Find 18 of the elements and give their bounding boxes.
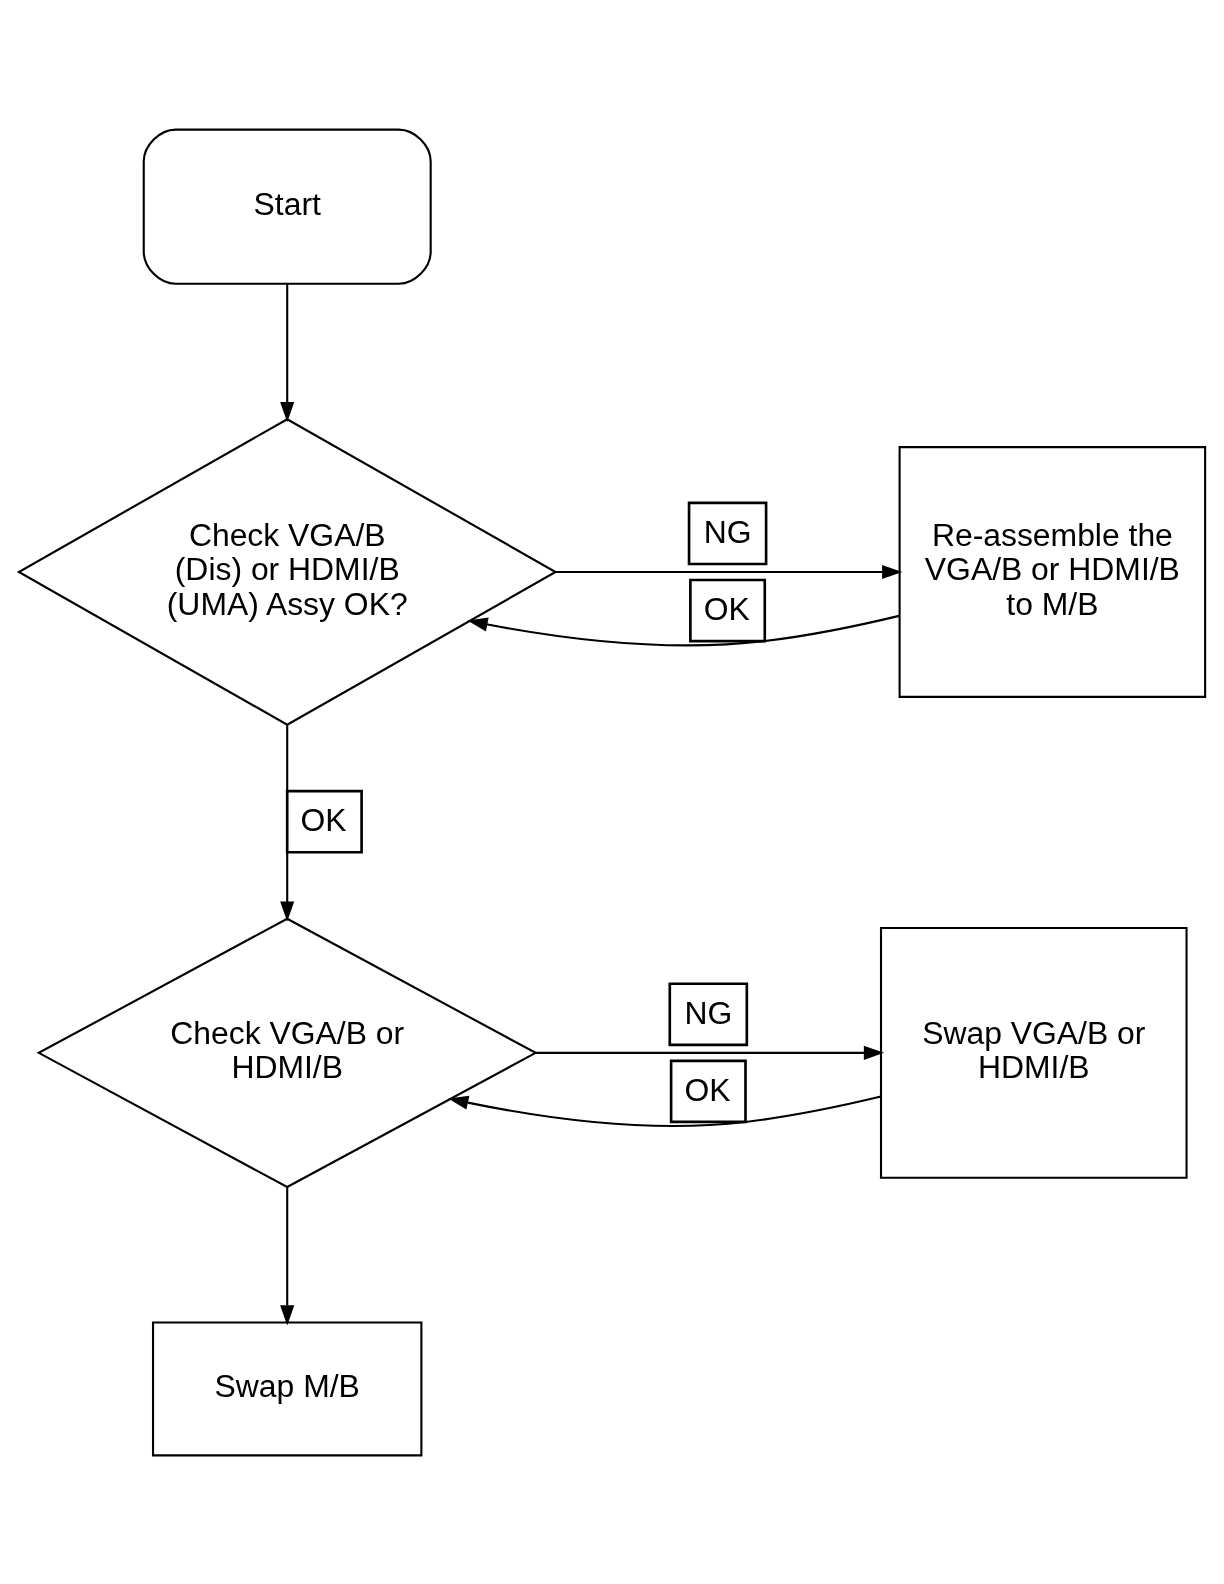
edge-label: NG — [684, 994, 733, 1031]
edge-label: OK — [703, 590, 750, 627]
node-box: Re-assemble the VGA/B or HDMI/B to M/B — [898, 445, 1207, 698]
node-diamond: Check VGA/B or HDMI/B — [36, 917, 538, 1188]
arrow — [555, 564, 903, 579]
edge-label: OK — [684, 1071, 731, 1108]
edge-label: OK — [300, 801, 347, 838]
edge-label: NG — [703, 513, 752, 550]
arrow — [280, 1186, 295, 1325]
node-box: Start — [142, 128, 432, 285]
arrow — [280, 724, 295, 922]
arrow — [467, 614, 900, 646]
arrow — [280, 283, 295, 422]
node-diamond: Check VGA/B (Dis) or HDMI/B (UMA) Assy OK? — [16, 417, 558, 726]
arrow — [448, 1095, 882, 1127]
node-box: Swap VGA/B or HDMI/B — [879, 926, 1188, 1179]
node-box: Swap M/B — [151, 1320, 423, 1456]
arrow — [535, 1045, 885, 1060]
